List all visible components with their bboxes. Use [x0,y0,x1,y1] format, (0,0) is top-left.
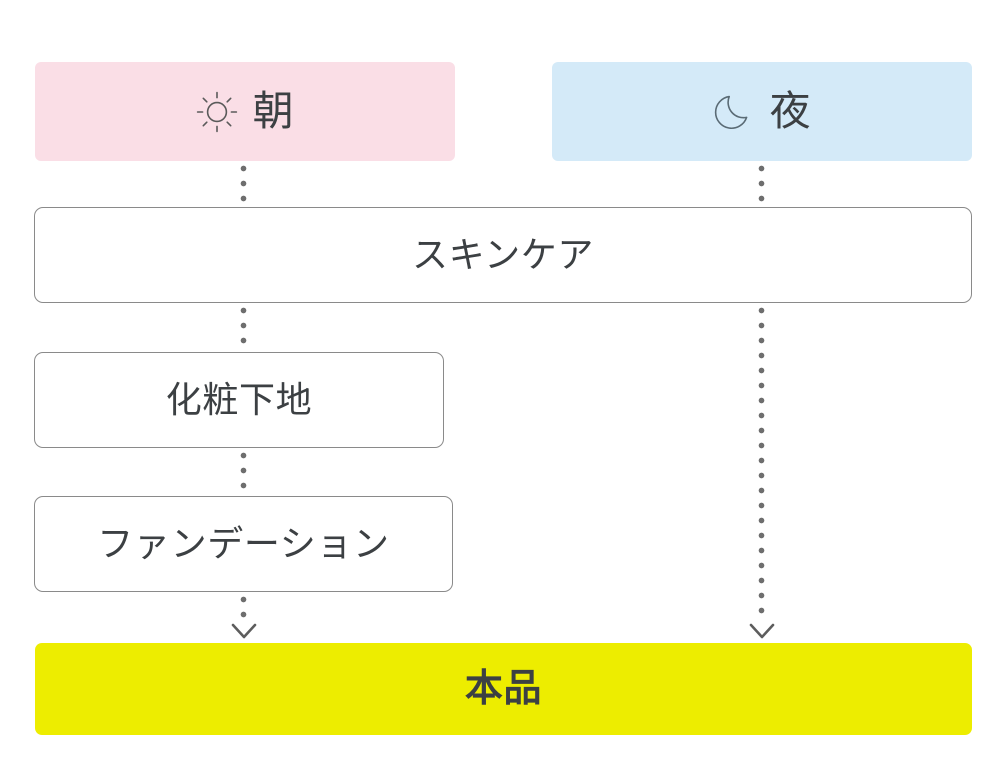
step-foundation-label: ファンデーション [97,523,390,564]
step-skincare[interactable]: スキンケア [34,207,972,303]
night-chip[interactable]: 夜 [552,62,972,161]
result-main-product[interactable]: 本品 [35,643,972,735]
arrowhead-night [747,622,777,640]
moon-icon [712,90,756,134]
sun-icon [195,90,239,134]
morning-chip-label: 朝 [252,88,296,134]
step-makeup-base-label: 化粧下地 [165,379,313,420]
step-foundation[interactable]: ファンデーション [34,496,453,592]
step-makeup-base[interactable]: 化粧下地 [34,352,444,448]
arrowhead-morning [229,622,259,640]
connector-skincare-to-result [758,303,765,622]
connector-skincare-to-base [240,303,247,352]
connector-night-to-skincare [758,161,765,207]
result-main-product-label: 本品 [464,668,543,710]
step-skincare-label: スキンケア [411,234,595,275]
connector-morning-to-skincare [240,161,247,207]
connector-base-to-foundation [240,448,247,496]
night-chip-label: 夜 [769,88,813,134]
connector-foundation-to-result [240,592,247,622]
morning-chip[interactable]: 朝 [35,62,455,161]
